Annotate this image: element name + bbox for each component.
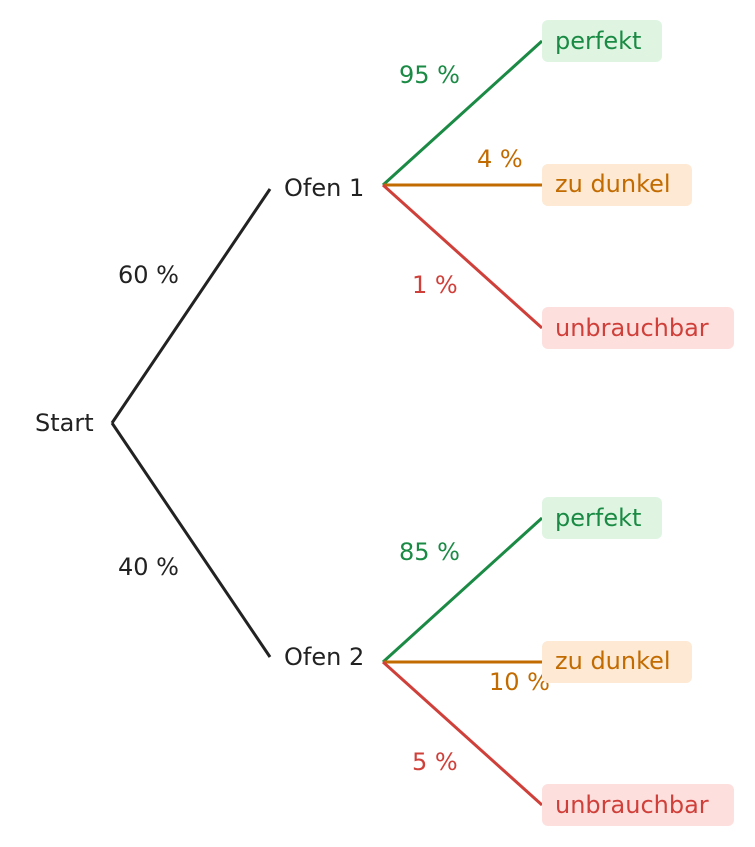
prob-ofen1-dunkel: 4 % [477, 145, 523, 173]
branch-ofen1-perfekt [381, 39, 544, 187]
prob-ofen2-dunkel: 10 % [489, 668, 550, 696]
prob-ofen2-perfekt: 85 % [399, 538, 460, 566]
branch-ofen2-unbrauchbar [381, 660, 544, 807]
node-ofen2: Ofen 2 [284, 643, 364, 671]
outcome-ofen1-dunkel: zu dunkel [555, 170, 671, 198]
outcome-ofen1-unbrauchbar: unbrauchbar [555, 314, 709, 342]
outcome-box-ofen1-dunkel [542, 164, 692, 206]
branch-ofen1-unbrauchbar [381, 183, 544, 330]
outcome-box-ofen2-dunkel [542, 641, 692, 683]
outcome-ofen2-dunkel: zu dunkel [555, 647, 671, 675]
outcome-box-ofen1-unbrauchbar [542, 307, 734, 349]
prob-ofen2: 40 % [118, 553, 179, 581]
outcome-ofen2-unbrauchbar: unbrauchbar [555, 791, 709, 819]
outcome-box-ofen2-unbrauchbar [542, 784, 734, 826]
outcome-ofen2-perfekt: perfekt [555, 504, 641, 532]
prob-ofen1-unbrauchbar: 1 % [412, 271, 458, 299]
outcome-box-ofen2-perfekt [542, 497, 662, 539]
branch-start-ofen2 [110, 422, 272, 658]
prob-ofen1-perfekt: 95 % [399, 61, 460, 89]
branch-ofen2-perfekt [381, 516, 544, 664]
outcome-ofen1-perfekt: perfekt [555, 27, 641, 55]
node-start: Start [35, 409, 94, 437]
node-ofen1: Ofen 1 [284, 174, 364, 202]
branch-start-ofen1 [110, 188, 272, 424]
prob-ofen1: 60 % [118, 261, 179, 289]
outcome-box-ofen1-perfekt [542, 20, 662, 62]
prob-ofen2-unbrauchbar: 5 % [412, 748, 458, 776]
